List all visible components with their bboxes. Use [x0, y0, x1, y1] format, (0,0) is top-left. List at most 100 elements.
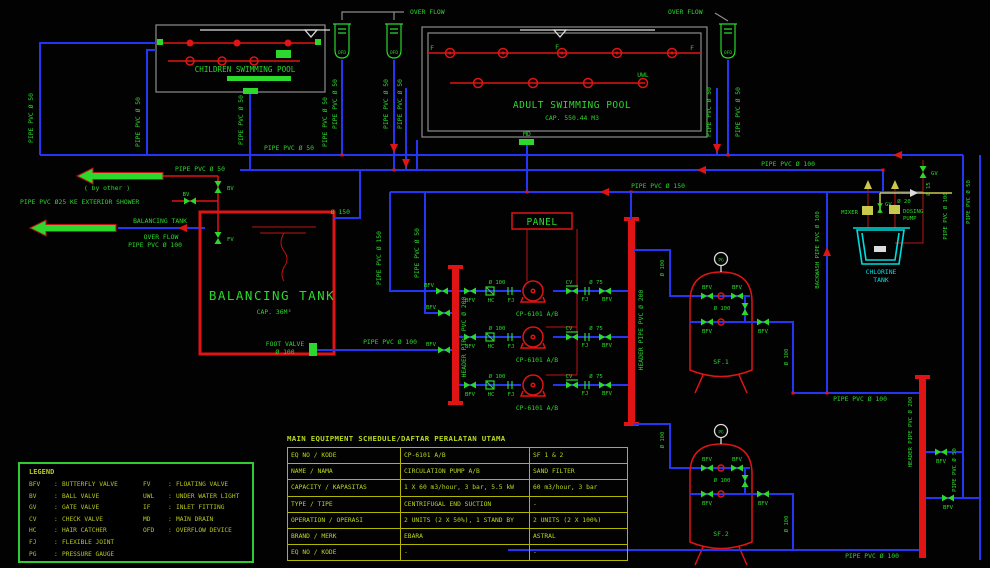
children-pool-outline [155, 24, 326, 93]
valve-tag: CV [566, 374, 573, 380]
valve-tag: FJ [508, 344, 515, 350]
pipe-size-label: Ø 20 [897, 198, 910, 205]
overflow-label: OVER FLOW [668, 8, 703, 16]
valve-tag: FJ [508, 298, 515, 304]
main-piping: PIPE PVC Ø 50 PIPE PVC Ø 100 PIPE PVC Ø … [27, 42, 963, 196]
legend-abbr: FJ [29, 538, 37, 546]
pipe-label: PIPE PVC Ø 50 [331, 79, 339, 129]
schedule-cell: EQ NO / KODE [287, 544, 401, 562]
ofd-tag: OFD [390, 50, 398, 56]
suction-header [452, 268, 459, 402]
ofd-tag: OFD [724, 50, 732, 56]
adult-pool-outline [421, 26, 708, 138]
schedule-cell: EQ NO / KODE [287, 446, 401, 465]
mixer-label: MIXER [841, 210, 858, 216]
circulation-pump [520, 374, 546, 397]
schedule-cell: TYPE / TIPE [287, 495, 401, 513]
valve-tag: CV [566, 326, 573, 332]
pipe-size-label: Ø 75 [589, 325, 602, 332]
valve-tag: BFV [758, 501, 769, 507]
schedule-cell: CP-6101 A/B [400, 446, 530, 465]
legend-row: CV:CHECK VALVE [29, 514, 143, 526]
schedule-cell: 2 UNITS (2 X 100%) [529, 511, 628, 529]
legend-row: HC:HAIR CATCHER [29, 525, 143, 537]
balancing-tank-group: ( by other ) PIPE PVC Ø 50 BV PIPE PVC Ø… [20, 165, 452, 356]
sand-filter-1: Ø 100 PG BFV BFV Ø 100 BFV BFV SF.1 Ø 10… [634, 249, 794, 394]
legend-abbr: MD [143, 515, 151, 523]
pipe-label: PIPE PVC Ø 100 [761, 160, 815, 168]
pipe-size-label: Ø 100 [489, 325, 506, 332]
pipe-label: HEADER PIPE PVC Ø 200 [637, 289, 645, 370]
legend-abbr: BV [29, 492, 37, 500]
pipe-size-label: Ø 100 [489, 279, 506, 286]
schedule-cell: - [529, 544, 628, 562]
legend-colon: : [168, 527, 172, 535]
foot-valve-size: Ø 100 [275, 348, 294, 356]
filter-vessel [689, 443, 753, 566]
valve-tag: BFV [426, 342, 437, 348]
pipe-label: PIPE PVC Ø 50 [27, 93, 35, 143]
pipe-size-label: Ø 150 [331, 208, 350, 216]
valve-tag: BFV [702, 501, 713, 507]
schedule-cell: 60 m3/hour, 3 bar [529, 479, 628, 497]
pipe-label: PIPE PVC Ø 50 [705, 87, 713, 137]
tank-water-symbol [252, 226, 316, 282]
flow-arrow [910, 189, 918, 197]
pipe-label: PIPE PVC Ø 100 [942, 192, 949, 239]
legend-row: BFV:BUTTERFLY VALVE [29, 479, 143, 491]
legend-colon: : [54, 527, 58, 535]
pipe-label: PIPE PVC Ø 100 [833, 395, 887, 403]
legend-row: GV:GATE VALVE [29, 502, 143, 514]
pipe-size-label: Ø 100 [659, 432, 666, 449]
legend-desc: FLOATING VALVE [176, 481, 229, 488]
legend-colon: : [54, 481, 58, 488]
adult-pool-label: ADULT SWIMMING POOL [513, 100, 631, 111]
chlorine-tank-label: CHLORINE [866, 268, 897, 276]
valve-tag: FV [227, 237, 234, 243]
legend-row: MD:MAIN DRAIN [143, 514, 249, 526]
shower-pipe-label: PIPE PVC Ø25 KE EXTERIOR SHOWER [20, 198, 139, 206]
valve-tag: GV [885, 202, 892, 208]
valve-tag: BFV [758, 329, 769, 335]
mixer-device [862, 206, 873, 215]
main-drain [243, 88, 258, 94]
schedule-cell: 1 X 60 m3/hour, 3 bar, 5.5 kW [400, 479, 530, 497]
valve-tag: BFV [602, 297, 613, 303]
valve-tag: BFV [465, 298, 476, 304]
pipe-label: PIPE PVC Ø 50 [951, 448, 958, 492]
legend-abbr: OFD [143, 527, 155, 535]
adult-pool-inner-outline [427, 32, 702, 132]
swimming-pools: CHILDREN SWIMMING POOL F F F UWL ADULT S… [155, 8, 738, 145]
dosing-pump-label: PUMP [903, 216, 917, 222]
panel-box [511, 212, 573, 230]
sand-filter-2: Ø 100 PG BFV BFV Ø 100 BFV BFV SF.2 Ø 10… [634, 423, 794, 566]
pipe-label: PIPE PVC Ø 50 [396, 79, 404, 129]
gauge-tag: PG [718, 258, 724, 264]
legend-desc: PRESSURE GAUGE [62, 550, 115, 558]
skimmer-box [276, 50, 291, 58]
pipe-size-label: Ø 75 [589, 373, 602, 380]
pipe-label: PIPE PVC Ø 50 [965, 180, 972, 224]
foot-valve-label: FOOT VALVE [266, 340, 305, 348]
md-tag: MD [523, 130, 531, 138]
valve-tag: FJ [582, 343, 589, 349]
dosing-pump-device [889, 205, 900, 214]
valve-tag: BV [183, 192, 190, 198]
valve-tag: BFV [943, 505, 954, 511]
legend-colon: : [54, 492, 58, 500]
pipe-label: PIPE PVC Ø 100 [363, 338, 417, 346]
pipe-size-label: Ø 100 [659, 260, 666, 277]
pipe-size-label: Ø 100 [783, 516, 790, 533]
pipe-size-label: Ø 75 [589, 279, 602, 286]
fitting-tag: F [690, 44, 694, 52]
children-pool-label: CHILDREN SWIMMING POOL [195, 65, 296, 74]
schedule-row: EQ NO / KODE-- [287, 544, 628, 562]
equipment-schedule: MAIN EQUIPMENT SCHEDULE/DAFTAR PERALATAN… [287, 434, 628, 562]
circulation-pump [520, 280, 546, 303]
valve-tag: BFV [465, 392, 476, 398]
valve-tag: HC [488, 344, 495, 350]
